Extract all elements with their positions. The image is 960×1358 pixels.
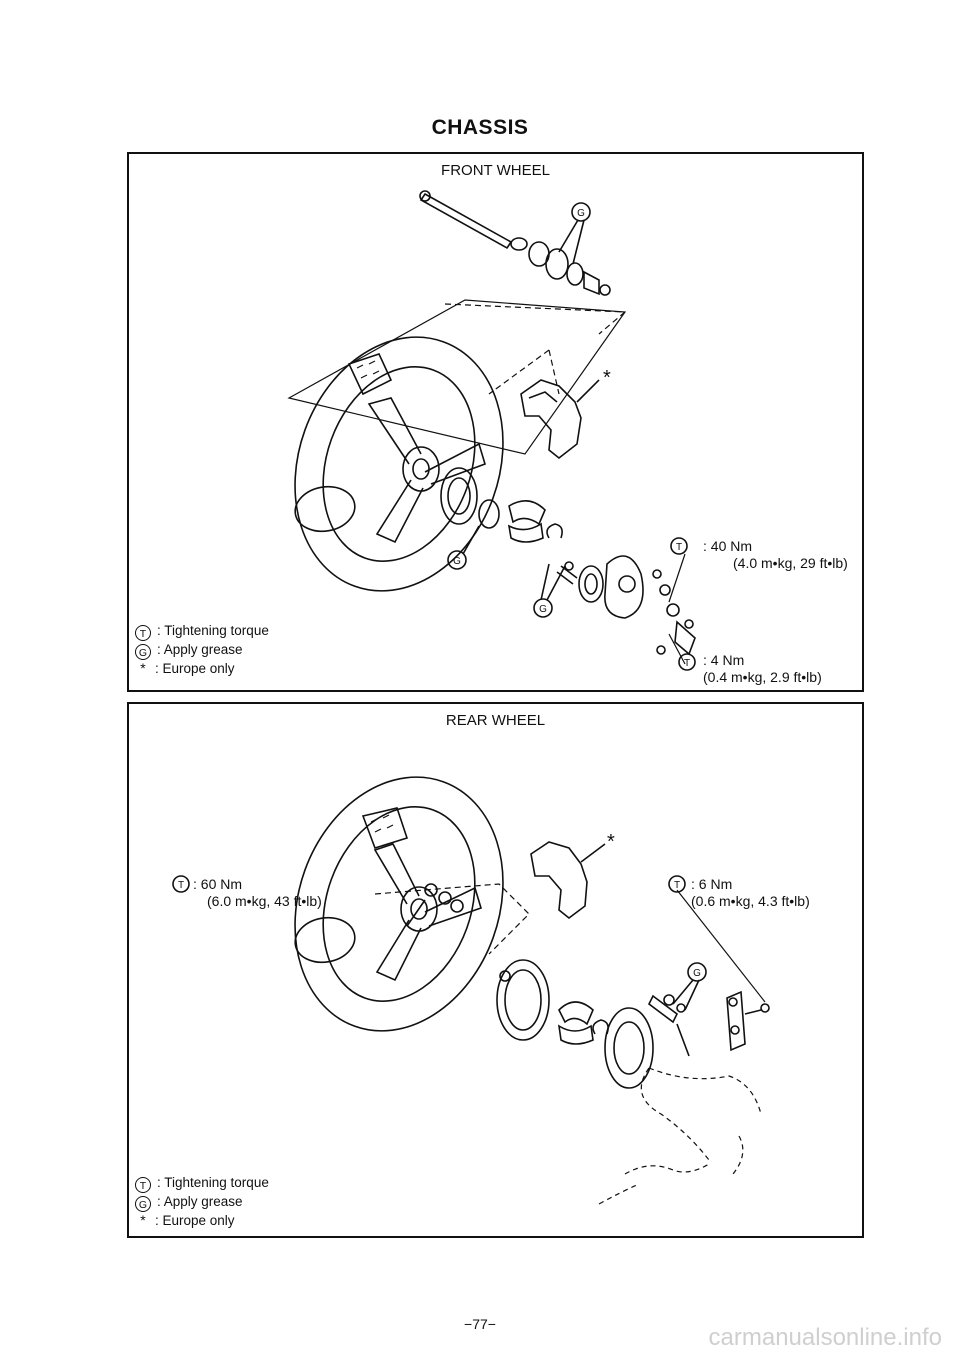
rear-europe-only-mark: * bbox=[607, 831, 615, 853]
axle-shaft bbox=[419, 190, 611, 296]
rear-legend: T: Tightening torque G: Apply grease *: … bbox=[135, 1174, 269, 1229]
asterisk-icon: * bbox=[140, 660, 146, 676]
rear-wheel-hub bbox=[373, 843, 482, 982]
legend-torque: T: Tightening torque bbox=[135, 1174, 269, 1193]
front-wheel-exploded-diagram: G G G T T * bbox=[287, 190, 696, 671]
legend-europe: *: Europe only bbox=[135, 1212, 269, 1229]
torque-symbol-6nm-label: T bbox=[674, 880, 680, 891]
legend-grease: G: Apply grease bbox=[135, 641, 269, 660]
watermark: carmanualsonline.info bbox=[708, 1324, 942, 1351]
legend-europe: *: Europe only bbox=[135, 660, 269, 677]
front-legend: T: Tightening torque G: Apply grease *: … bbox=[135, 622, 269, 677]
assembly-plane bbox=[287, 299, 627, 455]
torque-symbol-60nm bbox=[172, 875, 190, 893]
rear-wheel-exploded-diagram: G T T * bbox=[172, 776, 770, 1205]
grease-callout-camshaft bbox=[533, 563, 566, 618]
assembly-guide-line bbox=[374, 883, 530, 955]
torque-symbol-4nm-label: T bbox=[684, 658, 690, 669]
page-title: CHASSIS bbox=[431, 116, 529, 139]
rear-brake-shoes bbox=[557, 1001, 609, 1045]
front-wheel-panel: FRONT WHEEL bbox=[127, 152, 864, 692]
torque-symbol-60nm-label: T bbox=[178, 880, 184, 891]
grease-label-seal: G bbox=[453, 556, 461, 567]
rear-wheel-title: REAR WHEEL bbox=[445, 712, 546, 729]
torque-symbol-40nm bbox=[670, 537, 688, 555]
grease-label-camshaft: G bbox=[539, 604, 547, 615]
torque-spec-4nm: : 4 Nm (0.4 m•kg, 2.9 ft•lb) bbox=[703, 652, 822, 685]
torque-symbol-6nm bbox=[668, 875, 686, 893]
page-number: −77− bbox=[464, 1316, 496, 1332]
europe-only-mark: * bbox=[603, 367, 611, 389]
rear-brake-lever bbox=[726, 990, 770, 1052]
torque-leader-6nm bbox=[676, 889, 766, 1003]
torque-leader-40nm bbox=[668, 553, 686, 603]
grease-callout-axle bbox=[558, 202, 591, 265]
rear-tire bbox=[294, 776, 504, 1032]
torque-leader-4nm bbox=[668, 633, 686, 665]
rear-brake-cover bbox=[530, 841, 606, 920]
grease-callout-seal bbox=[447, 525, 480, 570]
grease-symbol-icon: G bbox=[135, 644, 151, 660]
torque-spec-60nm: : 60 Nm (6.0 m•kg, 43 ft•lb) bbox=[193, 876, 322, 909]
asterisk-icon: * bbox=[140, 1212, 146, 1228]
torque-symbol-icon: T bbox=[135, 1177, 151, 1193]
torque-spec-40nm: : 40 Nm (4.0 m•kg, 29 ft•lb) bbox=[703, 538, 848, 571]
brake-cover bbox=[520, 379, 600, 460]
torque-symbol-40nm-label: T bbox=[676, 542, 682, 553]
torque-symbol-icon: T bbox=[135, 625, 151, 641]
torque-symbol-4nm bbox=[678, 653, 696, 671]
brake-assembly bbox=[478, 499, 696, 656]
front-tire bbox=[294, 336, 504, 592]
rear-wheel-panel: REAR WHEEL bbox=[127, 702, 864, 1238]
axle-nuts bbox=[406, 883, 464, 927]
grease-symbol-icon: G bbox=[135, 1196, 151, 1212]
legend-torque: T: Tightening torque bbox=[135, 622, 269, 641]
grease-label-rear: G bbox=[693, 968, 701, 979]
front-wheel-title: FRONT WHEEL bbox=[441, 162, 550, 179]
swingarm-outline bbox=[598, 1067, 762, 1205]
legend-grease: G: Apply grease bbox=[135, 1193, 269, 1212]
front-wheel-hub bbox=[367, 397, 486, 544]
torque-spec-6nm: : 6 Nm (0.6 m•kg, 4.3 ft•lb) bbox=[691, 876, 810, 909]
assembly-guide-lines bbox=[444, 303, 626, 395]
rear-brake-panel bbox=[604, 1007, 654, 1089]
rear-camshaft bbox=[647, 994, 690, 1057]
grease-callout-rear bbox=[672, 962, 707, 1011]
rear-hub-seal bbox=[496, 959, 550, 1041]
grease-label-axle: G bbox=[577, 208, 585, 219]
